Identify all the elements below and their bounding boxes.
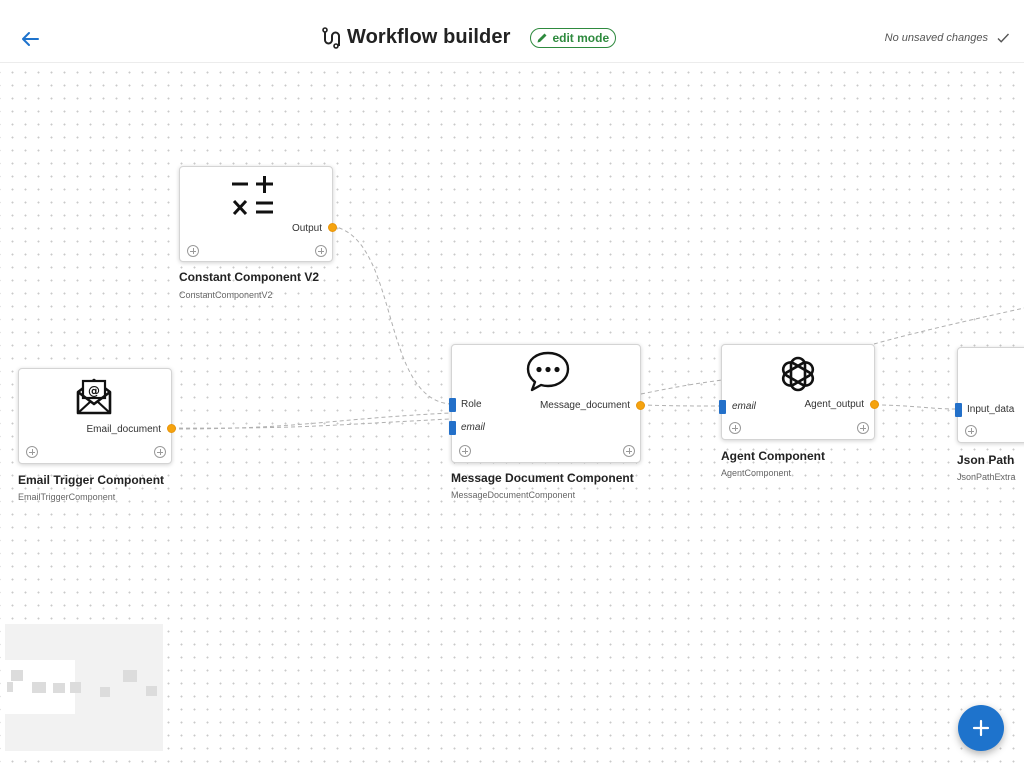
constant-component-node[interactable]: Output [179, 166, 337, 262]
agent-add-left-button[interactable] [729, 422, 741, 434]
agent-component-node[interactable]: email Agent_output [719, 344, 879, 440]
minimap-node [70, 682, 81, 693]
agent-output-port[interactable] [870, 400, 879, 409]
email-input-label: email [461, 422, 485, 433]
edge-email-document-to-email [171, 418, 451, 429]
constant-node-type: ConstantComponentV2 [179, 290, 273, 300]
save-status: No unsaved changes [885, 31, 1010, 45]
edge-message-document-to-agent-email [640, 404, 721, 407]
input-data-label: Input_data [967, 404, 1015, 415]
role-input-label: Role [461, 399, 482, 410]
constant-add-left-button[interactable] [187, 245, 199, 257]
email-trigger-node-title: Email Trigger Component [18, 473, 165, 487]
message-document-node[interactable]: Role email Message_document [449, 344, 645, 463]
openai-icon [781, 356, 815, 392]
message-document-add-right-button[interactable] [623, 445, 635, 457]
constant-output-port[interactable] [328, 223, 337, 232]
agent-email-input-label: email [732, 401, 756, 412]
add-component-button[interactable] [958, 705, 1004, 751]
email-input-port[interactable] [449, 421, 456, 435]
edge-email-document-to-role [171, 412, 451, 430]
pencil-icon [537, 33, 547, 42]
back-button[interactable] [18, 27, 42, 51]
edge-agent-to-offscreen [873, 307, 1024, 345]
workflow-canvas[interactable]: Output Constant Component V2 ConstantCom… [0, 63, 1024, 764]
calculator-icon [232, 176, 273, 216]
minimap-node [32, 682, 46, 693]
json-path-add-left-button[interactable] [965, 425, 977, 437]
message-document-output-port[interactable] [636, 401, 645, 410]
minimap[interactable] [5, 624, 163, 751]
minimap-node [11, 670, 23, 681]
edge-output-to-role [331, 225, 451, 405]
agent-node-title: Agent Component [721, 449, 825, 463]
email-trigger-node-type: EmailTriggerComponent [18, 492, 116, 502]
role-input-port[interactable] [449, 398, 456, 412]
email-icon: @ [76, 378, 112, 415]
json-path-node-type: JsonPathExtra [957, 472, 1016, 482]
json-path-node-title: Json Path [957, 453, 1015, 467]
message-document-output-label: Message_document [539, 400, 630, 411]
message-document-add-left-button[interactable] [459, 445, 471, 457]
edit-mode-label: edit mode [552, 30, 610, 45]
chat-bubble-icon [526, 351, 570, 392]
arrow-left-icon [22, 32, 39, 46]
app-header: Workflow builder edit mode No unsaved ch… [0, 0, 1024, 63]
edge-agent-output-to-input-data [874, 404, 958, 410]
json-path-node[interactable]: Input_data [955, 347, 1024, 443]
check-icon [997, 33, 1010, 43]
constant-output-label: Output [291, 223, 322, 234]
page-title: Workflow builder [347, 26, 511, 48]
agent-output-label: Agent_output [804, 399, 865, 410]
save-status-text: No unsaved changes [884, 32, 988, 44]
plus-icon [972, 719, 990, 737]
agent-add-right-button[interactable] [857, 422, 869, 434]
route-icon [322, 26, 340, 49]
edit-mode-badge[interactable]: edit mode [530, 27, 617, 48]
svg-text:@: @ [88, 384, 100, 398]
email-trigger-add-right-button[interactable] [154, 446, 166, 458]
edge-message-document-to-agent-top [640, 379, 723, 395]
agent-node-type: AgentComponent [721, 468, 792, 478]
email-document-port[interactable] [167, 424, 176, 433]
minimap-node [7, 682, 13, 692]
minimap-node [123, 670, 137, 682]
email-trigger-add-left-button[interactable] [26, 446, 38, 458]
message-document-node-title: Message Document Component [451, 471, 634, 485]
title-area: Workflow builder edit mode [320, 26, 617, 49]
message-document-node-type: MessageDocumentComponent [451, 490, 576, 500]
constant-node-title: Constant Component V2 [179, 270, 319, 284]
input-data-port[interactable] [955, 403, 962, 417]
constant-add-right-button[interactable] [315, 245, 327, 257]
email-document-label: Email_document [86, 424, 161, 435]
email-trigger-node[interactable]: @ Email_document [18, 368, 176, 464]
minimap-node [100, 687, 110, 697]
minimap-node [53, 683, 65, 693]
agent-email-input-port[interactable] [719, 400, 726, 414]
minimap-node [146, 686, 157, 696]
